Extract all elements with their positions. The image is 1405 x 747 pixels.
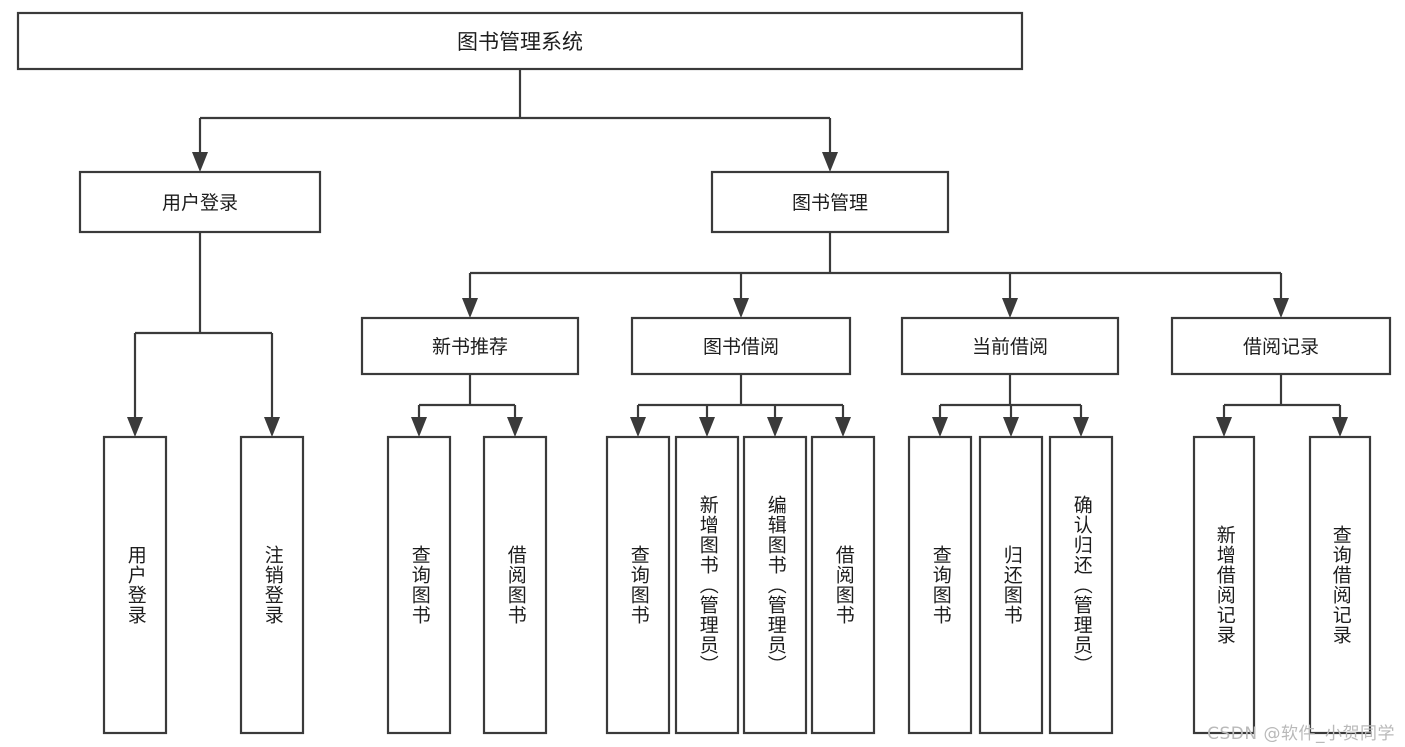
arrow-head-icon-level2-0 [462, 298, 478, 318]
node-leaf-box-3-0[interactable] [907, 435, 973, 735]
arrow-head-icon-leaf-2-0 [630, 417, 646, 437]
arrow-head-icon-level2-1 [733, 298, 749, 318]
arrow-head-icon-leaf-0-0 [127, 417, 143, 437]
node-level2-label-3: 借阅记录 [1243, 336, 1319, 358]
node-leaf-box-4-1[interactable] [1308, 435, 1372, 735]
node-level1-box-0[interactable] [78, 170, 322, 234]
arrow-head-icon-leaf-2-2 [767, 417, 783, 437]
node-leaf-box-0-1[interactable] [239, 435, 305, 735]
arrow-head-icon-leaf-1-0 [411, 417, 427, 437]
arrow-head-icon-leaf-3-0 [932, 417, 948, 437]
node-root-box[interactable] [16, 11, 1024, 71]
node-leaf-box-4-0[interactable] [1192, 435, 1256, 735]
watermark: CSDN @软件_小贺同学 [1207, 724, 1395, 744]
arrow-head-icon-level2-2 [1002, 298, 1018, 318]
node-level1-label-0: 用户登录 [162, 192, 238, 214]
node-level1-box-1[interactable] [710, 170, 950, 234]
arrow-head-icon-level1-0 [192, 152, 208, 172]
connectors-layer [127, 69, 1348, 437]
arrow-head-icon-level1-1 [822, 152, 838, 172]
arrow-head-icon-leaf-2-3 [835, 417, 851, 437]
node-root-label: 图书管理系统 [457, 30, 583, 54]
node-leaf-box-1-0[interactable] [386, 435, 452, 735]
node-level2-box-2[interactable] [900, 316, 1120, 376]
boxes-layer [16, 11, 1392, 735]
node-leaf-box-0-0[interactable] [102, 435, 168, 735]
node-level2-label-2: 当前借阅 [972, 336, 1048, 358]
node-level2-box-0[interactable] [360, 316, 580, 376]
node-leaf-box-2-1[interactable] [674, 435, 740, 735]
node-level1-label-1: 图书管理 [792, 192, 868, 214]
node-leaf-box-2-0[interactable] [605, 435, 671, 735]
node-level2-label-0: 新书推荐 [432, 336, 508, 358]
arrow-head-icon-leaf-1-1 [507, 417, 523, 437]
node-level2-box-1[interactable] [630, 316, 852, 376]
node-leaf-box-3-1[interactable] [978, 435, 1044, 735]
arrow-head-icon-leaf-4-0 [1216, 417, 1232, 437]
arrow-head-icon-leaf-0-1 [264, 417, 280, 437]
arrow-head-icon-leaf-4-1 [1332, 417, 1348, 437]
arrow-head-icon-level2-3 [1273, 298, 1289, 318]
node-leaf-box-2-2[interactable] [742, 435, 808, 735]
node-level2-label-1: 图书借阅 [703, 336, 779, 358]
node-leaf-box-1-1[interactable] [482, 435, 548, 735]
arrow-head-icon-leaf-3-1 [1003, 417, 1019, 437]
node-leaf-box-2-3[interactable] [810, 435, 876, 735]
node-leaf-box-3-2[interactable] [1048, 435, 1114, 735]
arrow-head-icon-leaf-3-2 [1073, 417, 1089, 437]
arrow-head-icon-leaf-2-1 [699, 417, 715, 437]
node-level2-box-3[interactable] [1170, 316, 1392, 376]
